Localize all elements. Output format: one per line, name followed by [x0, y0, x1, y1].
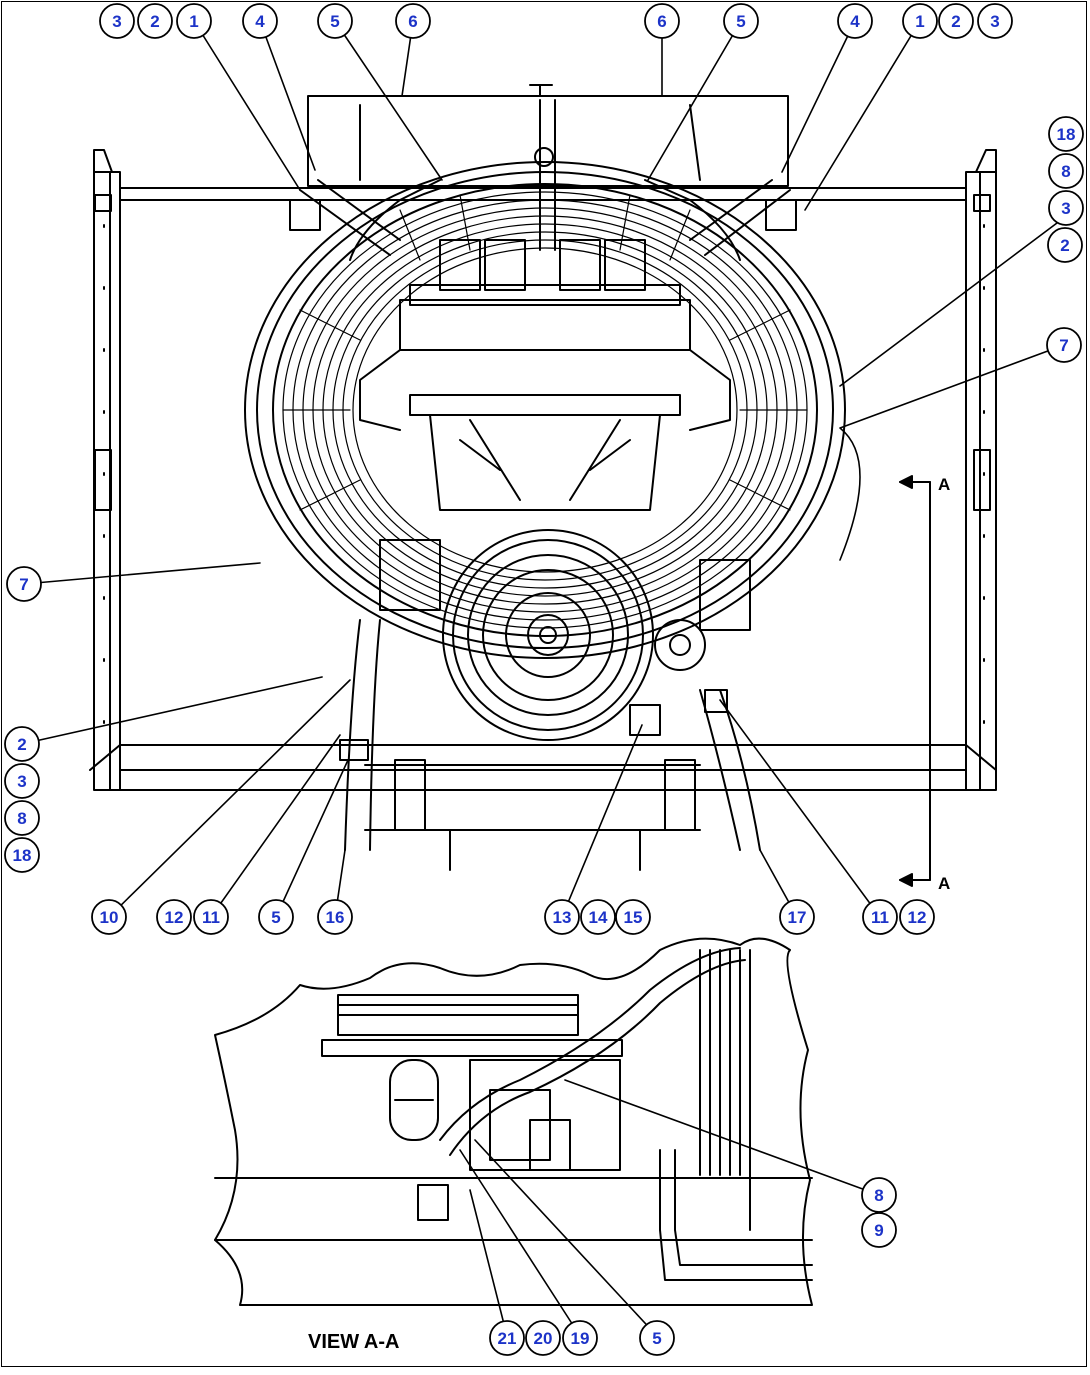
drawing-border [1, 1, 1087, 1367]
